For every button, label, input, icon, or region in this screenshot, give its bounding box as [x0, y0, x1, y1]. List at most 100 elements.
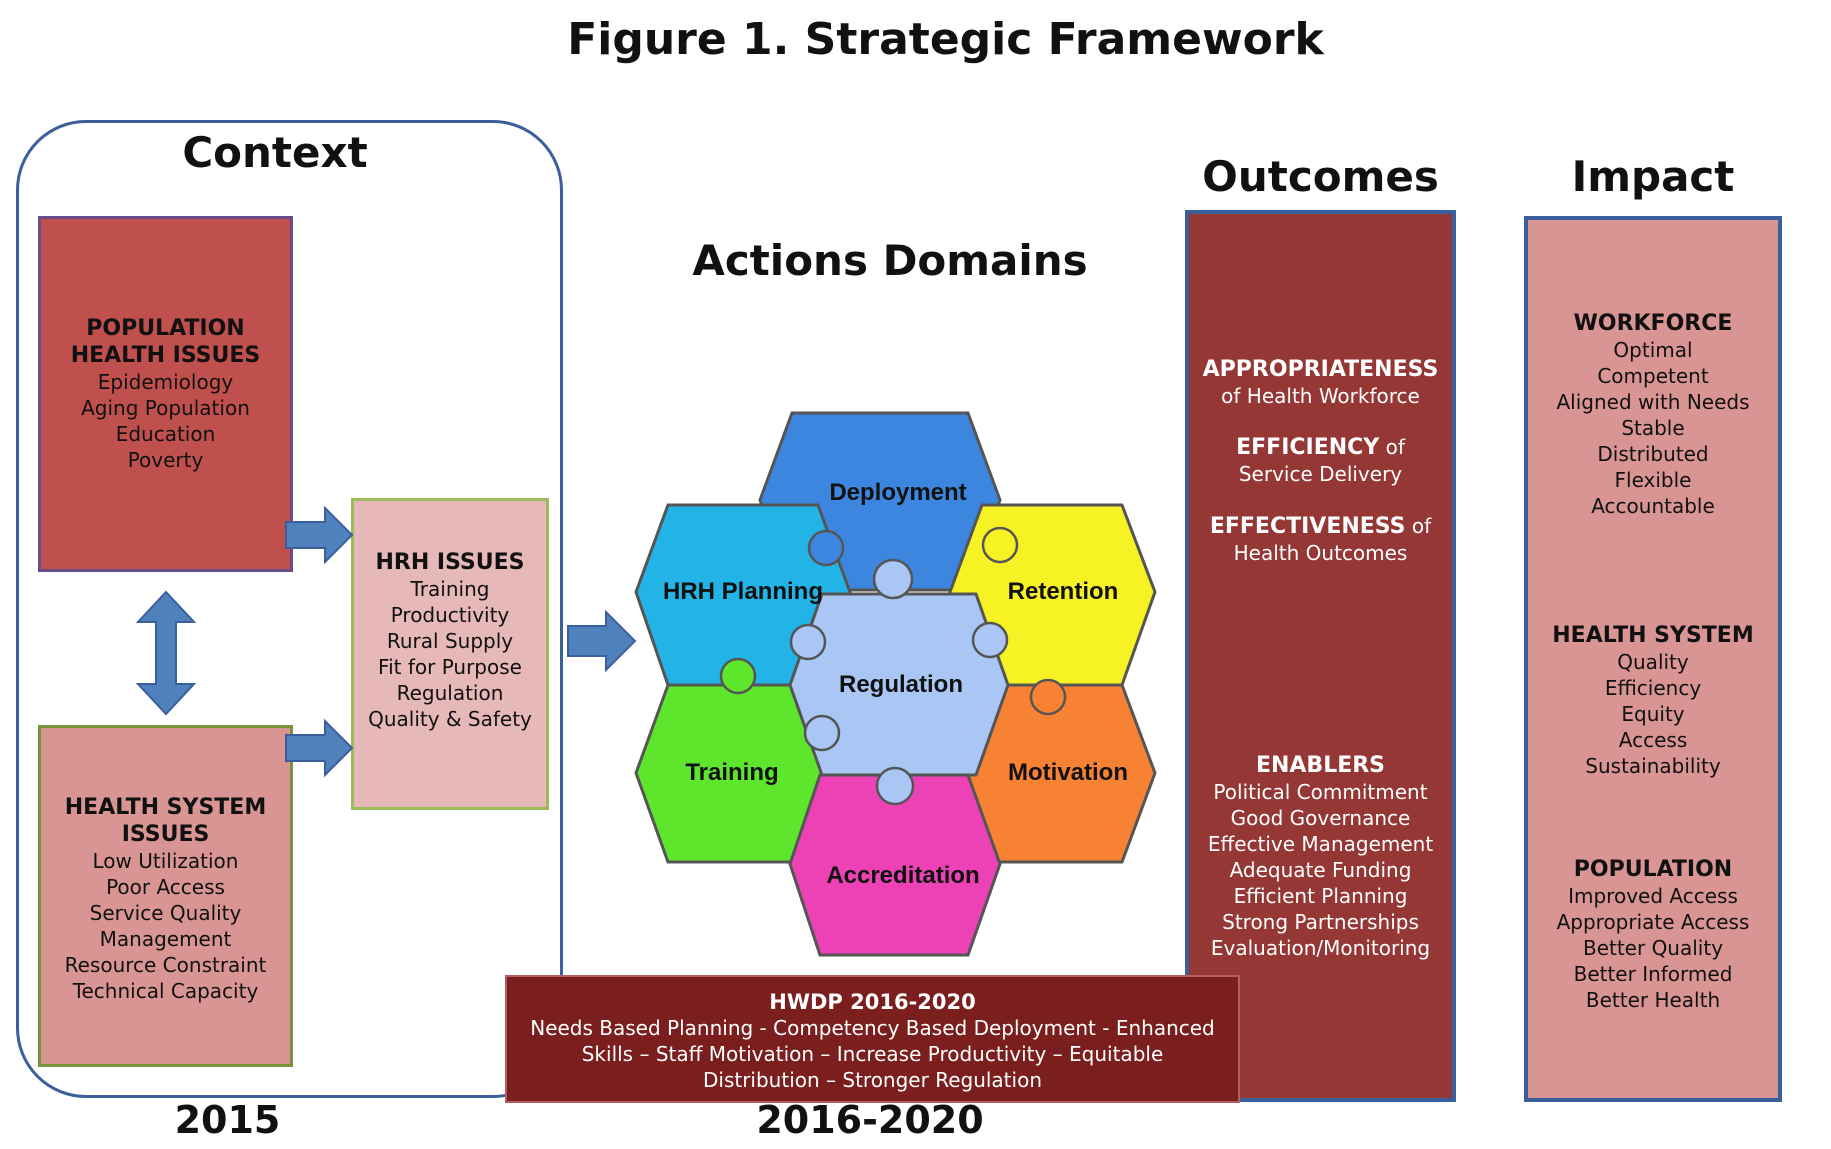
list-item: Better Health: [1585, 988, 1721, 1012]
context-frame: [16, 120, 563, 1098]
outcomes-heading: Outcomes: [1202, 152, 1439, 201]
list-item: Access: [1618, 728, 1688, 752]
puzzle-knob: [875, 766, 915, 806]
appropriateness-outcome: APPROPRIATENESS of Health Workforce: [1189, 356, 1452, 409]
impact-section-heading: HEALTH SYSTEM: [1552, 623, 1754, 648]
list-item: Optimal: [1613, 338, 1693, 362]
hrh-issues-box: HRH ISSUES Training Productivity Rural S…: [351, 498, 549, 810]
context-heading: Context: [182, 128, 368, 177]
impact-section-heading: WORKFORCE: [1573, 311, 1733, 336]
list-item: Adequate Funding: [1229, 858, 1412, 882]
puzzle-knob: [789, 623, 827, 661]
list-item: Appropriate Access: [1556, 910, 1750, 934]
list-item: Effective Management: [1207, 832, 1434, 856]
list-item: Aging Population: [81, 396, 250, 420]
list-item: Flexible: [1614, 468, 1692, 492]
list-item: Efficient Planning: [1233, 884, 1408, 908]
hwdp-banner: HWDP 2016-2020 Needs Based Planning - Co…: [505, 975, 1240, 1103]
regulation-piece: [788, 592, 1010, 777]
puzzle-knob: [803, 714, 841, 752]
list-item: Productivity: [390, 603, 510, 627]
list-item: Accountable: [1591, 494, 1715, 518]
list-item: Political Commitment: [1213, 780, 1428, 804]
list-item: Low Utilization: [92, 849, 239, 873]
outcome-heading: EFFECTIVENESS: [1209, 514, 1406, 539]
list-item: Fit for Purpose: [378, 655, 522, 679]
list-item: Evaluation/Monitoring: [1210, 936, 1431, 960]
outcome-detail: of Health Workforce: [1221, 384, 1420, 408]
health-system-issues-box: HEALTH SYSTEM ISSUES Low Utilization Poo…: [38, 725, 293, 1067]
list-item: Management: [99, 927, 232, 951]
list-item: Improved Access: [1568, 884, 1738, 908]
list-item: Epidemiology: [97, 370, 234, 394]
impact-box: WORKFORCE Optimal Competent Aligned with…: [1524, 216, 1782, 1102]
outcome-detail: Service Delivery: [1238, 462, 1403, 486]
puzzle-knob: [719, 657, 757, 695]
right-arrow-icon: [285, 718, 354, 778]
list-item: Education: [115, 422, 216, 446]
list-item: Poverty: [127, 448, 204, 472]
puzzle-knob: [981, 526, 1019, 564]
hwdp-heading: HWDP 2016-2020: [769, 990, 976, 1014]
list-item: Rural Supply: [386, 629, 514, 653]
list-item: Better Quality: [1582, 936, 1724, 960]
health-system-impact: HEALTH SYSTEM Quality Efficiency Equity …: [1528, 622, 1778, 779]
puzzle-knob: [971, 621, 1009, 659]
puzzle-knob: [872, 558, 914, 600]
list-item: Better Informed: [1573, 962, 1733, 986]
list-item: Quality: [1617, 650, 1689, 674]
list-item: Regulation: [396, 681, 504, 705]
list-item: Poor Access: [106, 875, 225, 899]
impact-heading: Impact: [1571, 152, 1735, 201]
domain-label: Training: [685, 759, 778, 786]
outcomes-box: APPROPRIATENESS of Health Workforce EFFI…: [1185, 210, 1456, 1102]
list-item: Aligned with Needs: [1556, 390, 1750, 414]
list-item: Strong Partnerships: [1222, 910, 1419, 934]
double-arrow-icon: [135, 590, 197, 716]
list-item: Resource Constraint: [64, 953, 267, 977]
list-item: Distributed: [1597, 442, 1709, 466]
list-item: Quality & Safety: [368, 707, 532, 731]
domain-label: Accreditation: [826, 862, 979, 889]
workforce-impact: WORKFORCE Optimal Competent Aligned with…: [1528, 310, 1778, 519]
population-health-issues-box: POPULATION HEALTH ISSUES Epidemiology Ag…: [38, 216, 293, 572]
list-item: Competent: [1597, 364, 1709, 388]
year-actions: 2016-2020: [756, 1098, 984, 1142]
hwdp-body: Needs Based Planning - Competency Based …: [530, 1016, 1215, 1092]
outcome-detail: Health Outcomes: [1233, 541, 1408, 565]
year-context: 2015: [174, 1098, 281, 1142]
outcome-heading: APPROPRIATENESS: [1202, 357, 1439, 382]
list-item: Efficiency: [1604, 676, 1702, 700]
enablers-section: ENABLERS Political Commitment Good Gover…: [1189, 752, 1452, 961]
puzzle-knob: [1029, 678, 1067, 716]
efficiency-outcome: EFFICIENCY of Service Delivery: [1189, 434, 1452, 487]
outcome-connector: of: [1405, 514, 1432, 538]
domain-label: Deployment: [829, 479, 966, 506]
outcome-connector: of: [1379, 435, 1405, 459]
hrh-issues-heading: HRH ISSUES: [375, 550, 525, 575]
actions-domains-heading: Actions Domains: [692, 236, 1088, 285]
list-item: Sustainability: [1585, 754, 1721, 778]
list-item: Service Quality: [89, 901, 242, 925]
health-system-issues-heading: HEALTH SYSTEM ISSUES: [64, 795, 267, 847]
list-item: Technical Capacity: [72, 979, 259, 1003]
impact-section-heading: POPULATION: [1573, 857, 1733, 882]
list-item: Training: [410, 577, 490, 601]
figure-title: Figure 1. Strategic Framework: [567, 14, 1324, 65]
puzzle-knob: [807, 529, 845, 567]
list-item: Stable: [1621, 416, 1685, 440]
right-arrow-icon: [285, 505, 354, 565]
population-health-issues-heading: POPULATION HEALTH ISSUES: [70, 316, 261, 368]
effectiveness-outcome: EFFECTIVENESS of Health Outcomes: [1189, 513, 1452, 566]
domain-label: Regulation: [839, 671, 963, 698]
enablers-heading: ENABLERS: [1255, 753, 1386, 778]
population-impact: POPULATION Improved Access Appropriate A…: [1528, 856, 1778, 1013]
right-arrow-icon: [567, 609, 637, 673]
outcome-heading: EFFICIENCY: [1236, 435, 1380, 460]
list-item: Good Governance: [1230, 806, 1411, 830]
action-domains-puzzle: Deployment HRH Planning Retention Regula…: [634, 411, 1157, 957]
domain-label: Motivation: [1008, 759, 1128, 786]
domain-label: Retention: [1008, 578, 1119, 605]
domain-label: HRH Planning: [663, 578, 823, 605]
